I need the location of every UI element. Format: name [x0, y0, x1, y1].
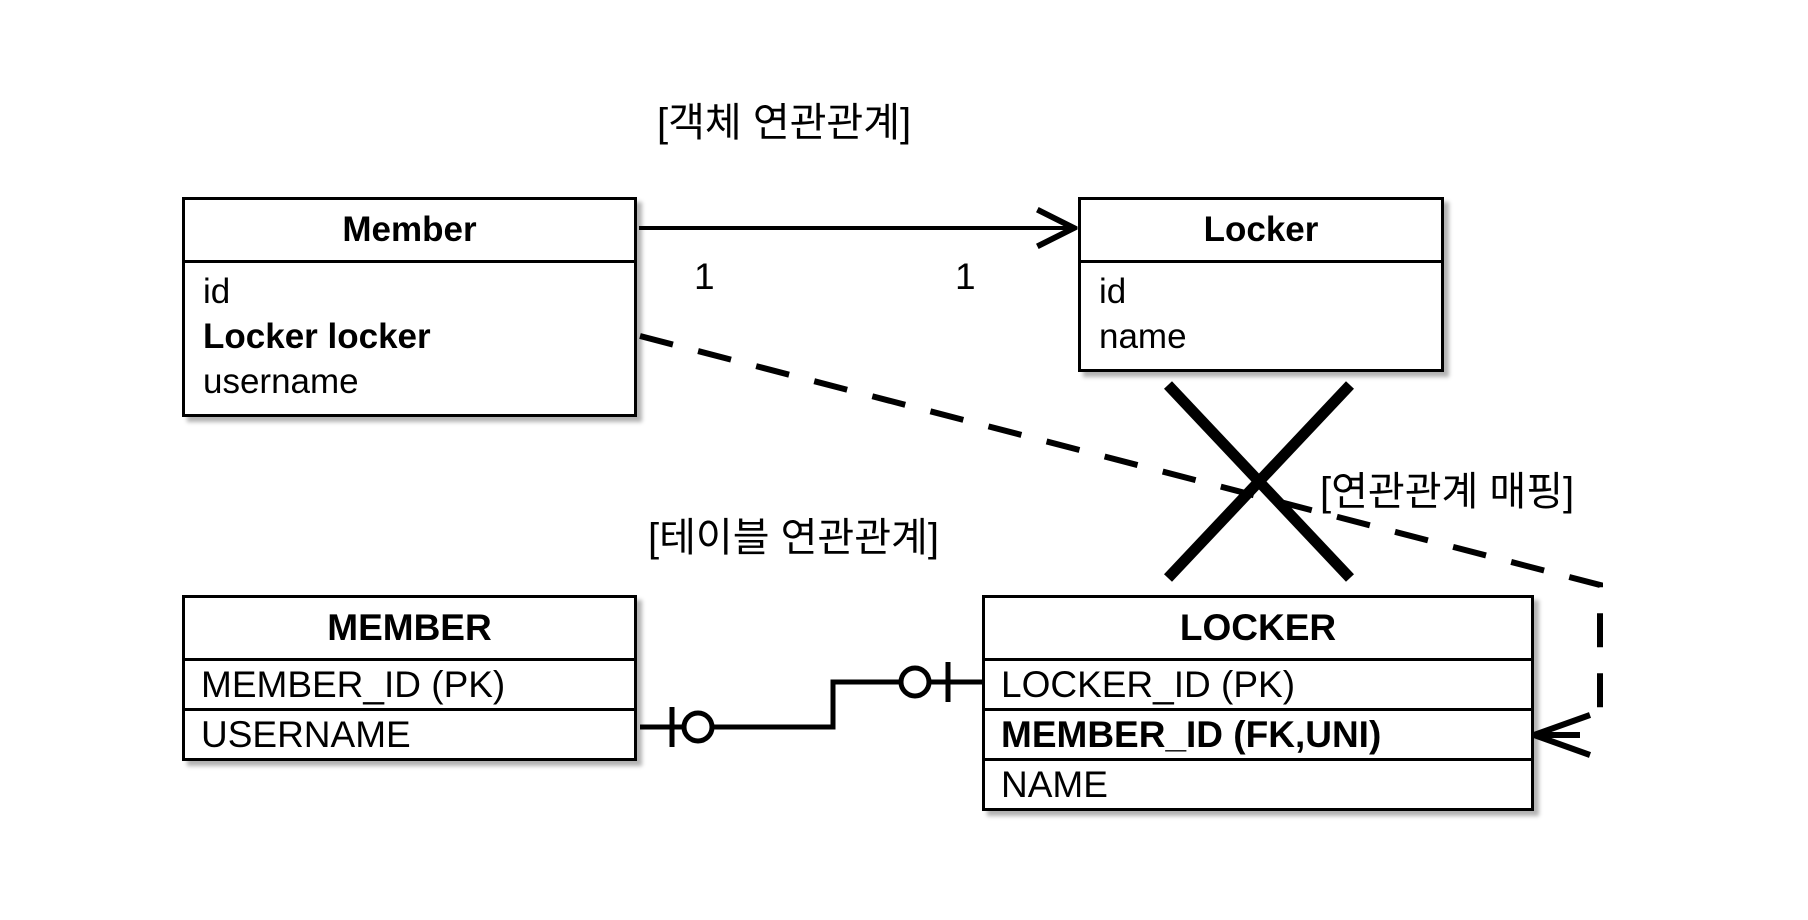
entity-member-field: id [203, 272, 231, 311]
table-box-member[interactable]: MEMBER MEMBER_ID (PK) USERNAME [182, 595, 637, 761]
table-locker-title: LOCKER [985, 598, 1531, 661]
entity-member-title: Member [185, 200, 634, 263]
table-member-title: MEMBER [185, 598, 634, 661]
entity-locker-title: Locker [1081, 200, 1441, 263]
mapping-title: [연관관계 매핑] [1320, 470, 1575, 514]
entity-member-field: Locker locker [203, 317, 431, 356]
table-locker-column: NAME [1001, 764, 1108, 805]
table-locker-column: MEMBER_ID (FK,UNI) [985, 711, 1531, 761]
entity-locker-field: name [1099, 317, 1187, 356]
left-cardinality-circle [681, 710, 715, 744]
entity-box-locker[interactable]: Locker id name [1078, 197, 1444, 372]
table-association-title: [테이블 연관관계] [648, 516, 939, 560]
table-member-columns: MEMBER_ID (PK) USERNAME [185, 661, 634, 758]
target-multiplicity-label: 1 [955, 256, 976, 297]
table-locker-columns: LOCKER_ID (PK) MEMBER_ID (FK,UNI) NAME [985, 661, 1531, 808]
table-relationship-connector [640, 662, 982, 747]
mapping-arrow-head [1525, 712, 1592, 758]
table-member-column: MEMBER_ID (PK) [185, 661, 634, 711]
right-cardinality-circle [898, 665, 932, 699]
table-locker-column: LOCKER_ID (PK) [985, 661, 1531, 711]
entity-box-member[interactable]: Member id Locker locker username [182, 197, 637, 417]
table-box-locker[interactable]: LOCKER LOCKER_ID (PK) MEMBER_ID (FK,UNI)… [982, 595, 1534, 811]
table-member-column: USERNAME [201, 714, 411, 755]
entity-member-fields: id Locker locker username [185, 263, 634, 414]
entity-member-field: username [203, 362, 359, 401]
entity-locker-fields: id name [1081, 263, 1441, 369]
entity-locker-field: id [1099, 272, 1127, 311]
source-multiplicity-label: 1 [694, 256, 715, 297]
object-association-title: [객체 연관관계] [657, 101, 912, 145]
